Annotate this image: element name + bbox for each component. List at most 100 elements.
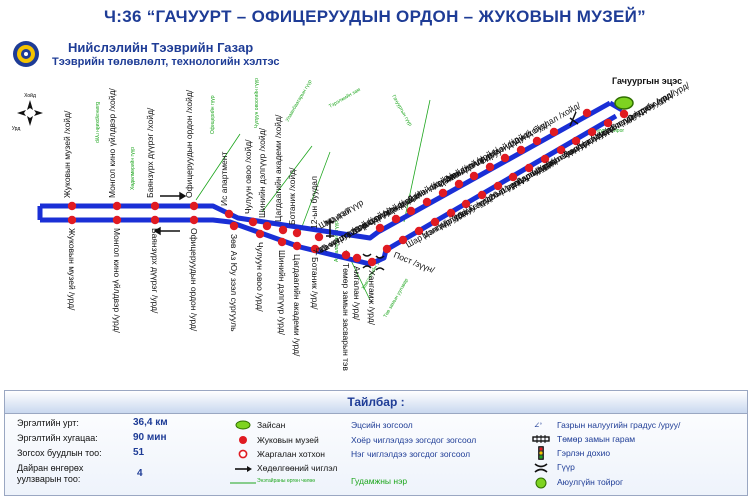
station-label-top: Ботаник /хойд/ (287, 167, 297, 225)
stop-marker-top (454, 179, 464, 189)
terminus-icon (614, 96, 634, 110)
street-note-label: Гачууртын гүүр (390, 94, 413, 127)
organization-name: Нийслэлийн Тээврийн Газар (68, 40, 254, 55)
stop-marker-top (292, 228, 302, 238)
stop-marker-bottom (382, 244, 392, 254)
compass-icon: Хойд Урд (12, 92, 43, 132)
street-guide-line (403, 99, 431, 223)
legend-bridge-label: Гүүр (557, 462, 575, 472)
stat-value-duration: 90 мин (133, 432, 167, 443)
stop-marker-bottom (571, 136, 581, 146)
stat-value-stops: 51 (133, 447, 145, 458)
station-label-top: Шинийн дэлгүүр /хойд/ (257, 127, 267, 218)
stop-marker-top (485, 162, 495, 172)
stop-marker-top (406, 206, 416, 216)
station-label-top: Чулуун овоо /хойд/ (243, 139, 253, 214)
map-title: Ч:36 “ГАЧУУРТ – ОФИЦЕРУУДЫН ОРДОН – ЖУКО… (104, 7, 646, 26)
stop-marker-bottom (524, 163, 534, 173)
legend-green-line-label: Энэтайраны өргөн чөлөө (257, 478, 316, 484)
legend-street-name-text: Гудамжны нэр (351, 476, 408, 486)
arrow-legend-icon (235, 466, 252, 472)
station-label-bottom: Төмөр замын засварын тэв (341, 263, 351, 371)
legend-title: Тайлбар : (5, 391, 747, 414)
direction-arrow-icon (153, 191, 187, 236)
street-note-label: Амгалангийн гүүр (333, 221, 340, 262)
stop-marker-bottom (477, 190, 487, 200)
stop-marker-bottom (112, 215, 122, 225)
street-guide-line (261, 145, 313, 213)
station-label-top: Жуковын музей /хойд/ (62, 110, 72, 198)
stop-marker-top (438, 188, 448, 198)
bridge-legend-icon (534, 463, 548, 473)
street-note-label: Баянзүрхийн гүүр (94, 102, 101, 143)
stops-bottom-layer (67, 109, 629, 267)
stop-marker-bottom (341, 250, 351, 260)
legend-traffic-light-label: Гэрлэн дохио (557, 448, 611, 458)
organization-logo-icon (13, 41, 39, 67)
legend-arrow-label: Хөдөлгөөний чиглэл (257, 463, 338, 473)
street-note-label: Чулуун овоогийн гүүр (253, 78, 260, 128)
stop-marker-bottom (352, 253, 362, 263)
street-note-label: Төв замын уулзвар (383, 277, 411, 319)
legend-two-way-stop-text: Хоёр чиглэлдээ зогсдог зогсоол (351, 435, 477, 445)
legend-rail-crossing-label: Төмөр замын гарам (557, 434, 636, 444)
route-line-top (40, 100, 612, 241)
stops-top-layer (67, 108, 592, 242)
stop-marker-top (189, 201, 199, 211)
stop-marker-bottom (150, 215, 160, 225)
legend-stop-label: Жуковын музей (257, 435, 319, 445)
station-label-top: Ис апартмент (219, 152, 229, 206)
organization-header: Нийслэлийн Тээврийн Газар Тээврийн төлөв… (12, 38, 372, 74)
street-note-label: Улаанбаатарын гүүр (285, 79, 314, 123)
rail-crossing-legend-icon (532, 435, 550, 443)
depot-label: Гачуургын эцэс (612, 76, 682, 86)
organization-subtitle: Тээврийн төлөвлөлт, технологийн хэлтэс (52, 56, 280, 68)
stop-marker-bottom (277, 237, 287, 247)
legend-one-way-stop-text: Нэг чиглэлдээ зогсдог зогсоол (351, 449, 471, 459)
station-label-bottom: Чулуун овоо /урд/ (255, 242, 265, 312)
station-label-bottom: Ботаник /урд/ (310, 257, 320, 310)
stop-marker-bottom (540, 154, 550, 164)
station-label-bottom: Цагдаагийн академи /урд/ (292, 254, 302, 357)
street-note-label: Гачуурт тойрог (590, 127, 624, 134)
legend-stop-empty-label: Жаргалан хотхон (257, 449, 325, 459)
compass-south-label: Урд (12, 126, 21, 132)
stop-marker-bottom (446, 208, 456, 218)
stop-marker-bottom (367, 257, 377, 267)
street-guide-line (195, 133, 241, 201)
legend-panel: Тайлбар : Эргэлтийн урт: 36,4 км Эргэлти… (4, 390, 748, 496)
stop-marker-bottom (461, 199, 471, 209)
legend-terminal-stop-text: Эцсийн зогсоол (351, 420, 413, 430)
station-label-top: Монгол кино үйлдвэр /хойд/ (107, 88, 117, 198)
gradient-legend-icon: ∠° (534, 422, 542, 429)
stop-marker-top (422, 197, 432, 207)
station-label-bottom: Жуковын музей /урд/ (67, 228, 77, 311)
stop-marker-bottom (398, 235, 408, 245)
stop-marker-top (469, 171, 479, 181)
station-label-bottom: Баянзүрх дүүрэг /урд/ (150, 228, 160, 314)
stop-marker-top (248, 217, 258, 227)
stop-marker-top (516, 145, 526, 155)
station-label-top: Баянзүрх дүүрэг /хойд/ (145, 107, 155, 198)
stop-marker-top (112, 201, 122, 211)
street-note-label: Офицерийн гүүр (209, 95, 216, 134)
green-line-legend-icon (230, 482, 256, 484)
stat-value-length: 36,4 км (133, 417, 168, 428)
station-label-top: Цагдаагийн академи /хойд/ (273, 114, 283, 222)
stop-marker-bottom (587, 127, 597, 137)
station-label-top: 12-ын буудал (309, 176, 319, 229)
stop-marker-top (67, 201, 77, 211)
stop-marker-bottom (493, 181, 503, 191)
legend-roundabout-label: Аюулгүйн тойрог (557, 477, 624, 487)
traffic-light-legend-icon (538, 446, 544, 460)
stop-marker-bottom (603, 118, 613, 128)
stop-marker-bottom (414, 226, 424, 236)
stat-label-intersections: Дайран өнгөрөх уулзварын тоо: (17, 463, 84, 484)
stop-marker-bottom (556, 145, 566, 155)
stop-legend-icon (239, 436, 247, 444)
station-label-bottom: Монгол кино үйлдвэр /урд/ (112, 228, 122, 333)
station-label-bottom: Дунд буудал /урд/ (625, 80, 692, 124)
stop-marker-top (375, 223, 385, 233)
stop-marker-top (391, 214, 401, 224)
